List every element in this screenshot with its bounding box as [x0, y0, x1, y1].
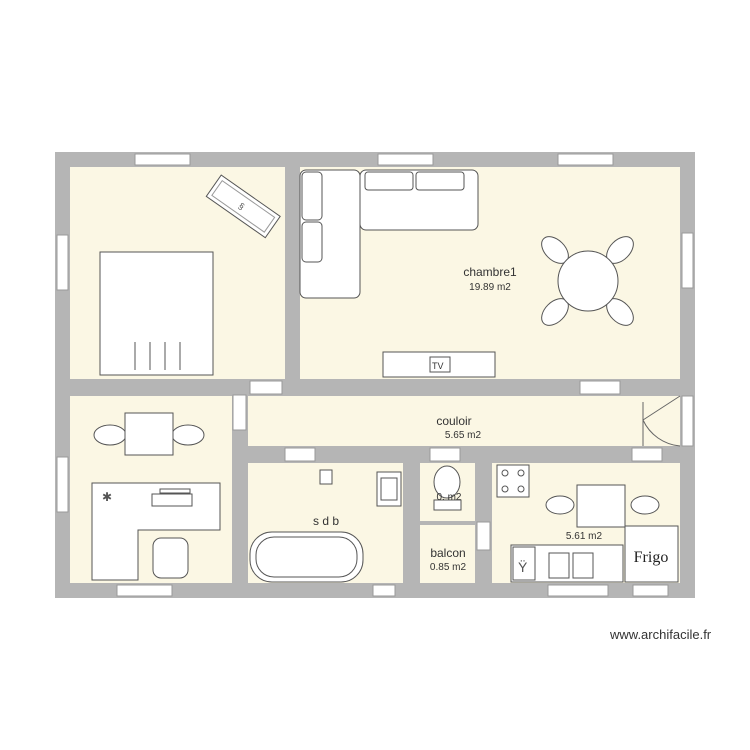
kitchen-counter [510, 544, 624, 583]
sofa-cushion-4 [415, 171, 465, 191]
bed [99, 251, 214, 376]
wine-rack [512, 546, 536, 581]
sink-left [548, 552, 570, 579]
room-area-balcon: 0.85 m2 [430, 562, 467, 573]
doors [232, 380, 694, 551]
room-balcon [420, 525, 475, 583]
burner-2 [517, 469, 525, 477]
door-chambre1 [579, 380, 621, 395]
sofa [299, 169, 479, 299]
toilet-tank [433, 499, 462, 511]
washbasin-inner [380, 477, 398, 501]
sink-right [572, 552, 594, 579]
door-kitchen [631, 447, 663, 462]
room-name-sdb: s d b [313, 514, 339, 528]
sofa-cushion-1 [301, 171, 323, 221]
tv-label: TV [432, 361, 444, 371]
room-couloir [248, 396, 680, 446]
wine-glass-icon: Ÿ [518, 559, 528, 575]
desk-rotated: § [205, 174, 281, 239]
window-bottom-1 [116, 584, 173, 597]
window-bottom-4 [632, 584, 669, 597]
toilet [433, 465, 462, 511]
stove [496, 464, 530, 498]
fridge: Frigo [624, 525, 679, 583]
fridge-label: Frigo [634, 549, 669, 566]
phone-icon: ✱ [102, 490, 112, 504]
tv-cabinet: TV [382, 351, 496, 378]
monitor [159, 488, 191, 494]
window-right-1 [681, 232, 694, 289]
door-office [232, 394, 247, 431]
kitchen-table [545, 484, 660, 528]
office-desk-top [91, 482, 221, 581]
window-left-1 [56, 234, 69, 291]
window-bottom-3 [547, 584, 609, 597]
stove-body [496, 464, 530, 498]
window-top-2 [377, 153, 434, 166]
bathtub-inner [255, 536, 358, 578]
office-table-top [124, 412, 174, 456]
door-sdb [284, 447, 316, 462]
kitchen-chair-right [630, 495, 660, 515]
office-desk [91, 482, 221, 581]
room-area-chambre1: 19.89 m2 [469, 282, 511, 293]
window-bottom-2 [372, 584, 396, 597]
burner-1 [501, 469, 509, 477]
toilet-bowl [433, 465, 461, 499]
tv-screen [429, 356, 451, 373]
burner-4 [517, 485, 525, 493]
room-name-balcon: balcon [430, 546, 465, 560]
window-top-1 [134, 153, 191, 166]
room-area-cuisine: 5.61 m2 [566, 531, 603, 542]
window-left-2 [56, 456, 69, 513]
kitchen-chair-left [545, 495, 575, 515]
fridge-body [624, 525, 679, 583]
bathroom-fixtures [249, 469, 402, 583]
table-top [557, 250, 619, 312]
sofa-cushion-3 [364, 171, 414, 191]
room-name-couloir: couloir [436, 414, 471, 428]
round-table [541, 236, 634, 326]
entry-door-opening [681, 395, 694, 447]
door-balcon [476, 521, 491, 551]
burner-3 [501, 485, 509, 493]
tap [319, 469, 333, 485]
bed-frame [99, 251, 214, 376]
desk-top [205, 174, 281, 239]
door-wc [429, 447, 461, 462]
room-area-couloir: 5.65 m2 [445, 430, 482, 441]
office-chair-left [93, 424, 127, 446]
kitchen-table-top [576, 484, 626, 528]
desk-inner [211, 179, 276, 233]
keyboard [151, 493, 193, 507]
room-name-chambre1: chambre1 [463, 265, 517, 279]
windows [56, 153, 694, 597]
office-armchair [152, 537, 189, 579]
door-bedroom-left [249, 380, 283, 395]
window-top-3 [557, 153, 614, 166]
sofa-cushion-2 [301, 221, 323, 263]
room-area-wc: 0. m2 [436, 492, 461, 503]
office-table [93, 412, 205, 456]
desk-mark: § [237, 201, 247, 212]
bathtub [249, 531, 364, 583]
office-chair-right [171, 424, 205, 446]
watermark[interactable]: www.archifacile.fr [610, 627, 712, 642]
